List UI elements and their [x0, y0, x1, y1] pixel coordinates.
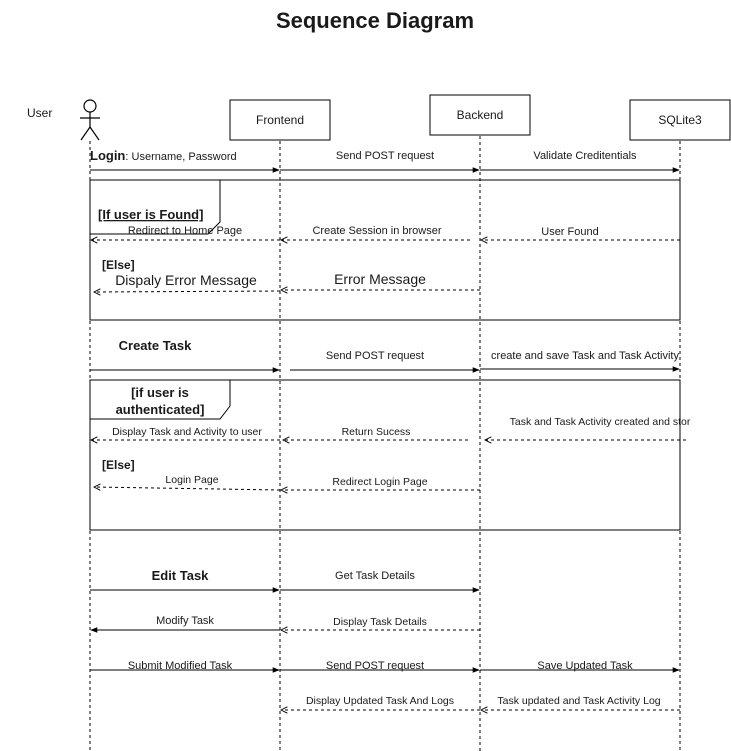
- modify-task-label: Modify Task: [156, 615, 214, 627]
- login-keyword: Login: [90, 148, 125, 163]
- participant-backend: Backend: [429, 94, 531, 136]
- display-error-label: Dispaly Error Message: [115, 272, 257, 288]
- display-task-label: Display Task and Activity to user: [112, 426, 262, 438]
- login-page-label: Login Page: [165, 474, 218, 486]
- create-alt-tab: [90, 379, 231, 420]
- participant-sqlite: SQLite3: [629, 99, 731, 141]
- updated-log-label: Task updated and Task Activity Log: [497, 695, 660, 707]
- save-updated-label: Save Updated Task: [537, 660, 633, 672]
- participant-frontend-label: Frontend: [256, 113, 304, 127]
- user-found-label: User Found: [541, 226, 598, 238]
- participant-sqlite-label: SQLite3: [658, 113, 702, 127]
- created-stored-label: Task and Task Activity created and stor: [510, 416, 691, 428]
- login-label: Login: Username, Password: [90, 148, 237, 163]
- participant-frontend: Frontend: [229, 99, 331, 141]
- return-success-label: Return Sucess: [342, 426, 411, 438]
- login-send-post-label: Send POST request: [336, 150, 434, 162]
- alt-user-found-label: [If user is Found]: [98, 207, 203, 222]
- alt-authenticated-line1: [if user is: [131, 385, 189, 400]
- page-title: Sequence Diagram: [276, 8, 474, 33]
- edit-send-post-label: Send POST request: [326, 660, 424, 672]
- login-alt-frame: [89, 179, 681, 321]
- display-error-arrow: [94, 291, 281, 292]
- create-task-label: Create Task: [119, 338, 193, 353]
- redirect-login-label: Redirect Login Page: [332, 476, 427, 488]
- display-updated-label: Display Updated Task And Logs: [306, 695, 454, 707]
- edit-task-label: Edit Task: [152, 568, 210, 583]
- create-alt-frame: [89, 379, 681, 531]
- actor-icon: [80, 99, 100, 141]
- error-message-label: Error Message: [334, 271, 426, 287]
- participant-backend-label: Backend: [457, 108, 504, 122]
- login-page-arrow: [94, 487, 281, 490]
- participant-user: User: [27, 99, 100, 141]
- submit-modified-label: Submit Modified Task: [128, 660, 233, 672]
- get-details-label: Get Task Details: [335, 570, 415, 582]
- login-else-label: [Else]: [102, 258, 135, 272]
- login-params: : Username, Password: [125, 151, 236, 163]
- alt-authenticated-line2: authenticated]: [116, 402, 205, 417]
- lifelines: [89, 136, 681, 751]
- create-session-label: Create Session in browser: [312, 225, 441, 237]
- validate-label: Validate Creditentials: [533, 150, 637, 162]
- participant-user-label: User: [27, 106, 52, 120]
- login-alt-tab: [90, 179, 221, 235]
- create-else-label: [Else]: [102, 458, 135, 472]
- display-details-label: Display Task Details: [333, 616, 427, 628]
- redirect-home-label: Redirect to Home Page: [128, 225, 242, 237]
- create-send-post-label: Send POST request: [326, 350, 424, 362]
- create-save-label: create and save Task and Task Activity: [491, 350, 679, 362]
